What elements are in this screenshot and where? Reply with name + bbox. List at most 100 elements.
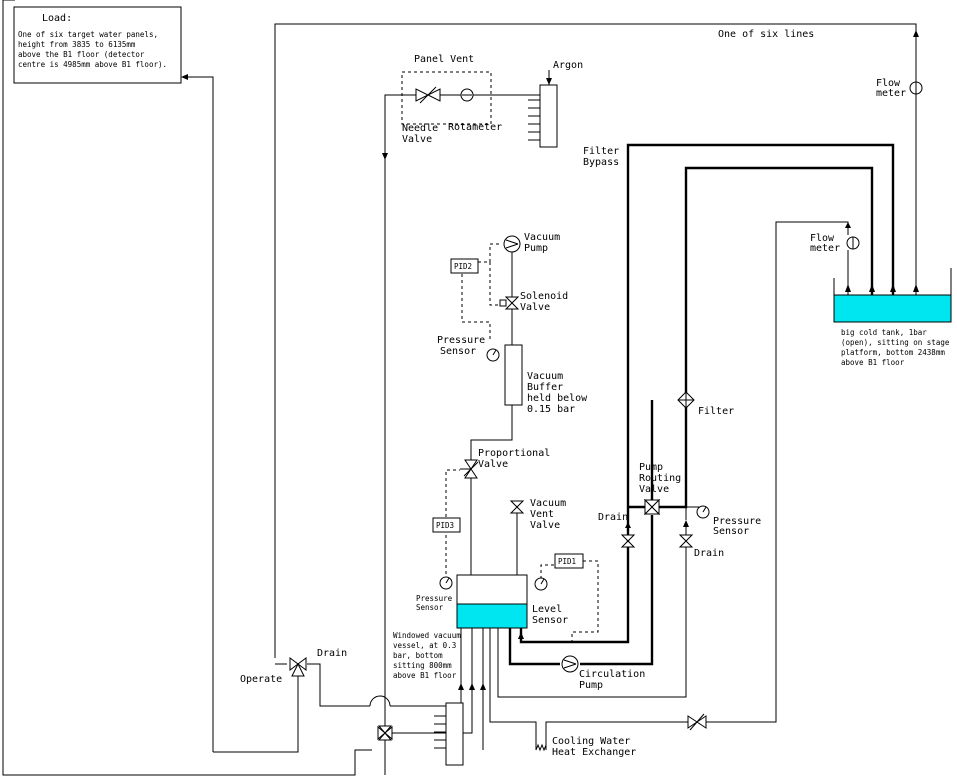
pressure-gauge-4 — [696, 505, 710, 519]
pressure-sensor-1-label: Pressure — [437, 335, 485, 346]
load-line: One of six target water panels, — [18, 30, 158, 39]
windowed-vessel-label: Windowed vacuum — [393, 631, 461, 640]
solenoid-valve-label: Valve — [520, 302, 550, 313]
thin-pipes — [2, 0, 917, 776]
heat-exchanger-coil — [535, 743, 547, 752]
filter-symbol — [677, 391, 695, 409]
flow-meter-tank — [846, 236, 860, 250]
windowed-vessel-label: bar, bottom — [393, 651, 443, 660]
pump-routing-valve-label: Routing — [639, 473, 681, 484]
tank-water — [834, 295, 951, 322]
level-sensor-label: Level — [532, 604, 562, 615]
flow-meter-top-label: meter — [876, 88, 906, 99]
flow-meter-tank-label: Flow — [810, 233, 835, 244]
vacuum-pump-label: Pump — [524, 243, 548, 254]
panel-vent-label: Panel Vent — [414, 54, 474, 65]
load-box: Load: One of six target water panels, he… — [13, 6, 182, 84]
proportional-valve — [460, 459, 479, 479]
heat-exchanger-label: Cooling Water — [552, 736, 630, 747]
pid2-box: PID2 — [450, 258, 479, 274]
pressure-gauge-1 — [486, 348, 500, 362]
vacuum-buffer-label: held below — [527, 393, 588, 404]
needle-valve — [415, 86, 441, 104]
needle-valve-label: Valve — [402, 134, 432, 145]
control-lines — [401, 71, 599, 645]
solenoid-valve — [499, 296, 520, 310]
filter-bypass-label: Filter — [583, 146, 619, 157]
drain-valve-mid — [620, 522, 636, 548]
vacuum-vent-valve-label: Vent — [530, 509, 554, 520]
vacuum-pump-symbol — [503, 235, 521, 253]
pid2-label: PID2 — [454, 262, 472, 271]
load-line: height from 3835 to 6135mm — [18, 40, 136, 49]
pid1-label: PID1 — [558, 557, 576, 566]
argon-manifold — [528, 70, 558, 148]
operate-label: Operate — [240, 674, 282, 685]
proportional-valve-label: Proportional — [478, 448, 550, 459]
solenoid-valve-label: Solenoid — [520, 291, 568, 302]
needle-valve-label: Needle — [402, 123, 438, 134]
pressure-sensor-3-label: Sensor — [416, 603, 444, 612]
filter-label: Filter — [698, 406, 734, 417]
pump-routing-valve — [643, 498, 661, 516]
windowed-vessel-label: vessel, at 0.3 — [393, 641, 456, 650]
level-sensor-label: Sensor — [532, 615, 568, 626]
pid3-box: PID3 — [432, 517, 461, 533]
pid3-label: PID3 — [436, 521, 454, 530]
circulation-pump-symbol — [561, 655, 579, 673]
vacuum-buffer-label: Vacuum — [527, 371, 563, 382]
drain-mid-label: Drain — [598, 512, 628, 523]
rotameter-label: Rotameter — [448, 122, 502, 133]
circulation-pump-label: Circulation — [579, 669, 645, 680]
windowed-vessel — [456, 574, 528, 629]
argon-label: Argon — [553, 60, 583, 71]
filter-bypass-label: Bypass — [583, 157, 619, 168]
heat-exchanger-label: Heat Exchanger — [552, 747, 636, 758]
pump-routing-valve-label: Valve — [639, 484, 669, 495]
vacuum-buffer-label: Buffer — [527, 382, 563, 393]
vacuum-buffer-label: 0.15 bar — [527, 404, 575, 415]
load-title: Load: — [42, 13, 72, 24]
circulation-pump-label: Pump — [579, 680, 603, 691]
heat-exchanger-valve — [687, 713, 707, 731]
big-tank — [833, 268, 952, 323]
windowed-vessel-label: sitting 800mm — [393, 661, 452, 670]
one-of-six-lines-label: One of six lines — [718, 29, 814, 40]
load-line: above the B1 floor (detector — [18, 50, 145, 59]
thick-pipes — [508, 143, 895, 666]
vacuum-vent-valve-label: Vacuum — [530, 498, 566, 509]
vacuum-buffer — [504, 344, 523, 406]
drain-left-label: Drain — [317, 648, 347, 659]
pressure-sensor-2-label: Sensor — [713, 526, 749, 537]
bottom-valve — [377, 725, 393, 741]
vessel-water — [456, 603, 528, 629]
pressure-gauge-2 — [439, 576, 453, 590]
pressure-sensor-1-label: Sensor — [440, 346, 476, 357]
flow-meter-top — [909, 81, 923, 95]
flow-meter-top-label: Flow — [876, 78, 901, 89]
rotameter — [460, 88, 474, 102]
big-tank-label: big cold tank, 1bar — [841, 328, 927, 337]
flow-meter-tank-label: meter — [810, 243, 840, 254]
pump-routing-valve-label: Pump — [639, 462, 663, 473]
big-tank-label: (open), sitting on stage — [841, 338, 950, 347]
load-line: centre is 4985mm above B1 floor). — [18, 60, 167, 69]
bottom-manifold — [434, 702, 464, 766]
big-tank-label: platform, bottom 2438mm — [841, 348, 945, 357]
vacuum-pump-label: Vacuum — [524, 232, 560, 243]
pressure-sensor-2-label: Pressure — [713, 516, 761, 527]
drain-valve-right — [678, 520, 694, 548]
operate-valve — [289, 657, 307, 677]
windowed-vessel-label: above B1 floor — [393, 671, 457, 680]
proportional-valve-label: Valve — [478, 459, 508, 470]
pressure-gauge-3 — [534, 577, 548, 591]
flow-arrows — [181, 30, 919, 690]
pid1-box: PID1 — [554, 553, 584, 569]
pressure-sensor-3-label: Pressure — [416, 594, 453, 603]
vacuum-vent-valve-label: Valve — [530, 520, 560, 531]
drain-right-label: Drain — [694, 548, 724, 559]
vacuum-vent-valve — [509, 500, 525, 514]
big-tank-label: above B1 floor — [841, 358, 905, 367]
